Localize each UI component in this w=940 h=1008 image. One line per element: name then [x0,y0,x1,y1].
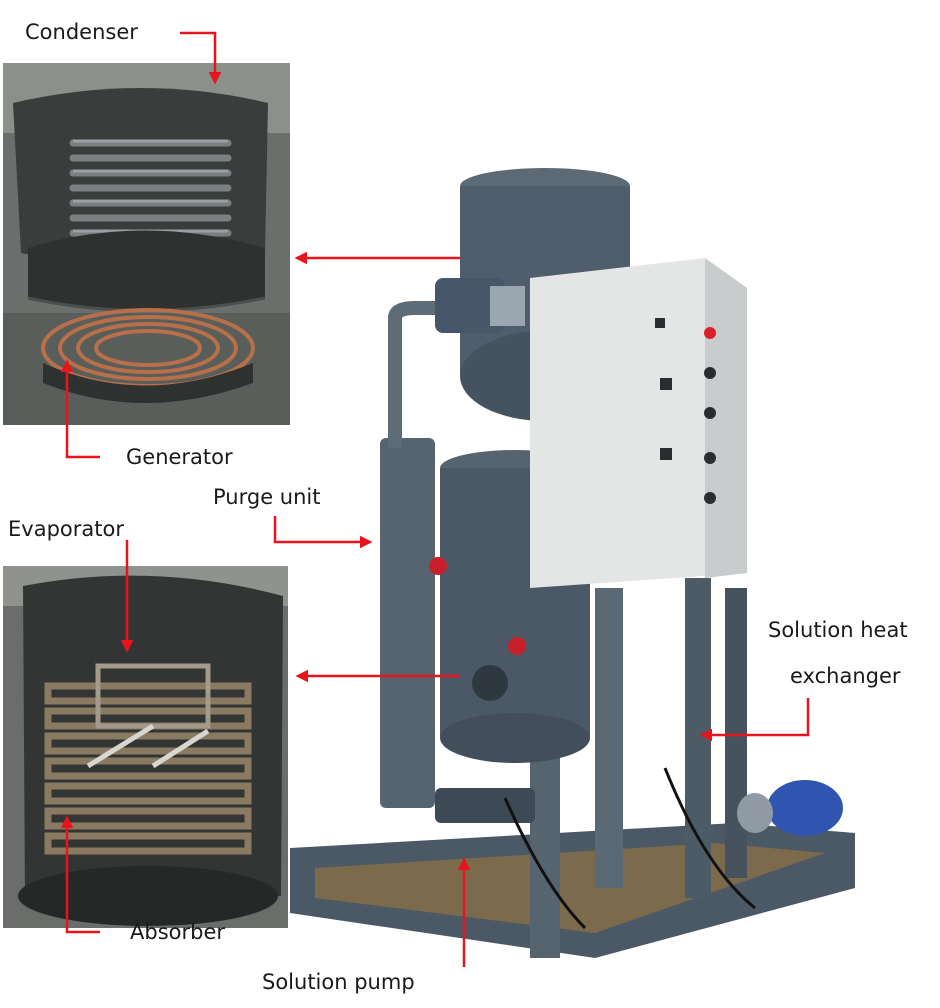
label-solution-heat: Solution heat [768,618,908,642]
absorption-chiller-photo [285,168,865,968]
label-solution-pump: Solution pump [262,970,415,994]
label-condenser: Condenser [25,20,138,44]
label-absorber: Absorber [130,920,226,944]
condenser-generator-photo [3,63,290,425]
evaporator-absorber-photo [3,566,288,928]
label-evaporator: Evaporator [8,517,124,541]
label-generator: Generator [126,445,233,469]
label-exchanger: exchanger [790,664,901,688]
condenser-arrow [180,31,222,85]
label-purge-unit: Purge unit [213,485,321,509]
heat-exchanger-arrow [699,698,810,742]
purge-unit-arrow [273,516,373,549]
generator-arrow [60,359,100,459]
absorber-arrow [60,815,100,934]
